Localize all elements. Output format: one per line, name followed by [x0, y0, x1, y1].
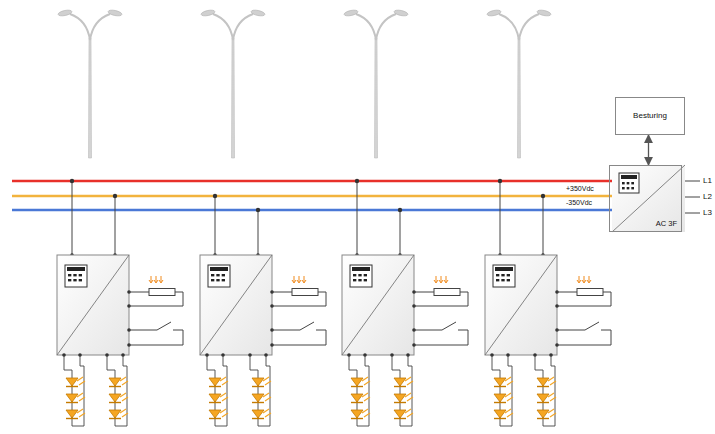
junction-dot: [256, 208, 260, 212]
node-text: Besturing: [633, 112, 667, 121]
converter-box: AC 3F: [609, 165, 682, 232]
heat-arrow: [434, 276, 438, 283]
led-symbol: [537, 393, 556, 403]
voltage-label: +350Vdc: [565, 185, 595, 193]
led-symbol: [66, 377, 85, 387]
led-symbol: [351, 393, 370, 403]
led-symbol: [394, 393, 413, 403]
led-symbol: [494, 409, 513, 419]
street-lamp: [487, 9, 552, 158]
phase-wire: [685, 213, 700, 214]
display-icon: [208, 265, 230, 287]
led-symbol: [494, 393, 513, 403]
led-symbol: [494, 377, 513, 387]
phase-label: L2: [702, 193, 713, 202]
junction-dot: [113, 194, 117, 198]
led-symbol: [252, 409, 271, 419]
converter-box: [200, 255, 272, 355]
heat-arrow: [292, 276, 296, 283]
converter-box: [342, 255, 414, 355]
led-symbol: [209, 409, 228, 419]
junction-dot: [70, 179, 74, 183]
led-symbol: [537, 377, 556, 387]
phase-wire: [685, 197, 700, 198]
street-lamp: [344, 9, 409, 158]
phase-label: L3: [702, 209, 713, 218]
junction-dot: [498, 179, 502, 183]
junction-dot: [213, 194, 217, 198]
lamp-driver: [200, 194, 326, 426]
switch-symbol: [272, 322, 326, 345]
street-lamp: [201, 9, 266, 158]
bus-line: [12, 195, 612, 198]
heat-arrow: [439, 276, 443, 283]
resistor-symbol: [434, 289, 460, 296]
lamp-driver: [57, 179, 183, 426]
ac-converter: [612, 165, 685, 232]
street-lamp: [58, 9, 123, 158]
display-icon: [619, 173, 639, 193]
led-symbol: [66, 409, 85, 419]
heat-arrow: [582, 276, 586, 283]
heat-arrow: [154, 276, 158, 283]
bus-line: [12, 209, 612, 212]
resistor-symbol: [577, 289, 603, 296]
switch-symbol: [414, 322, 468, 345]
control-link: [648, 135, 649, 165]
phase-label: L1: [702, 177, 713, 186]
lamp-driver: [342, 179, 468, 426]
phase-wire: [685, 181, 700, 182]
led-symbol: [351, 377, 370, 387]
resistor-symbol: [292, 289, 318, 296]
resistor-symbol: [149, 289, 175, 296]
led-symbol: [252, 377, 271, 387]
led-symbol: [109, 409, 128, 419]
bus-line: [12, 180, 612, 183]
converter-box: [57, 255, 129, 355]
led-symbol: [351, 409, 370, 419]
junction-dot: [398, 208, 402, 212]
voltage-label: -350Vdc: [565, 199, 593, 207]
switch-symbol: [129, 322, 183, 345]
display-icon: [350, 265, 372, 287]
led-symbol: [537, 409, 556, 419]
led-symbol: [109, 377, 128, 387]
junction-dot: [355, 179, 359, 183]
heat-arrow: [587, 276, 591, 283]
heat-arrow: [159, 276, 163, 283]
led-symbol: [66, 393, 85, 403]
led-symbol: [394, 377, 413, 387]
led-symbol: [109, 393, 128, 403]
heat-arrow: [297, 276, 301, 283]
led-symbol: [209, 393, 228, 403]
heat-arrow: [302, 276, 306, 283]
control-box: Besturing: [615, 97, 685, 135]
led-symbol: [252, 393, 271, 403]
lamp-driver: [485, 179, 611, 426]
junction-dot: [541, 194, 545, 198]
led-symbol: [394, 409, 413, 419]
heat-arrow: [149, 276, 153, 283]
heat-arrow: [444, 276, 448, 283]
node-text: AC 3F: [656, 220, 677, 228]
led-symbol: [209, 377, 228, 387]
converter-box: [485, 255, 557, 355]
switch-symbol: [557, 322, 611, 345]
display-icon: [65, 265, 87, 287]
display-icon: [493, 265, 515, 287]
heat-arrow: [577, 276, 581, 283]
